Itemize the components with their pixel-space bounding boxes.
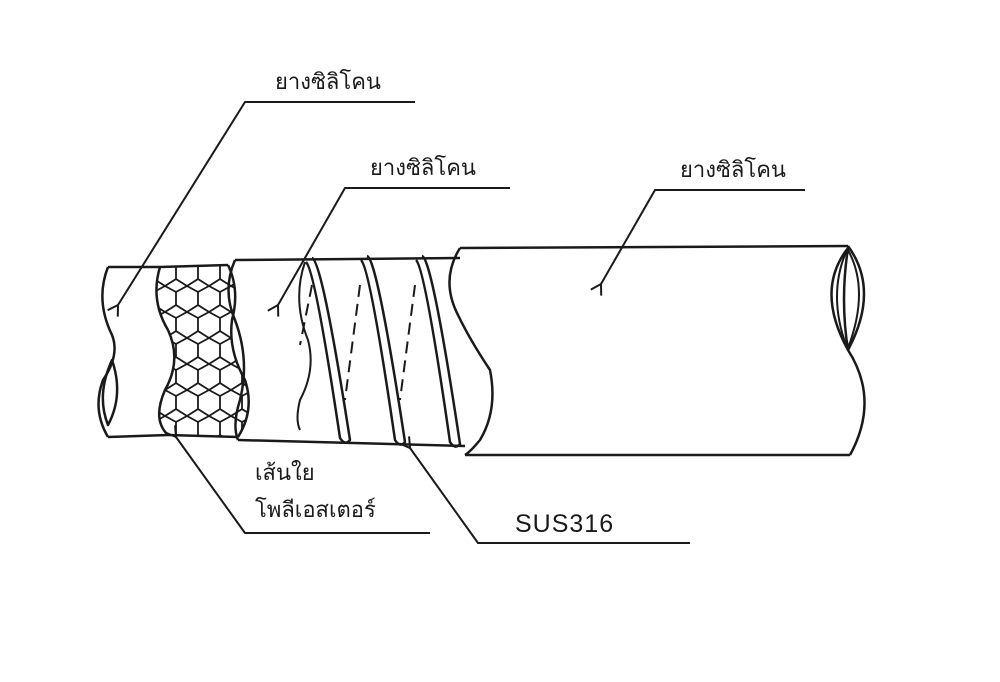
middle-rubber-layer [227, 256, 466, 448]
label-fiber-line2: โพลีเอสเตอร์ [255, 498, 376, 523]
label-fiber-line1: เส้นใย [255, 461, 315, 486]
leader-outer-left [107, 101, 415, 317]
leader-wire [398, 436, 690, 544]
outer-rubber-cover [448, 244, 866, 457]
leader-lines [107, 101, 805, 544]
label-outer-rubber-right: ยางซิลิโคน [680, 158, 786, 183]
leader-middle [267, 187, 510, 317]
leader-outer-right [590, 189, 805, 296]
label-sus316: SUS316 [515, 510, 615, 538]
leader-braid [164, 425, 430, 534]
label-middle-rubber: ยางซิลิโคน [370, 156, 476, 181]
label-outer-rubber-left: ยางซิลิโคน [275, 70, 381, 95]
sus316-wire-helix [299, 254, 462, 448]
